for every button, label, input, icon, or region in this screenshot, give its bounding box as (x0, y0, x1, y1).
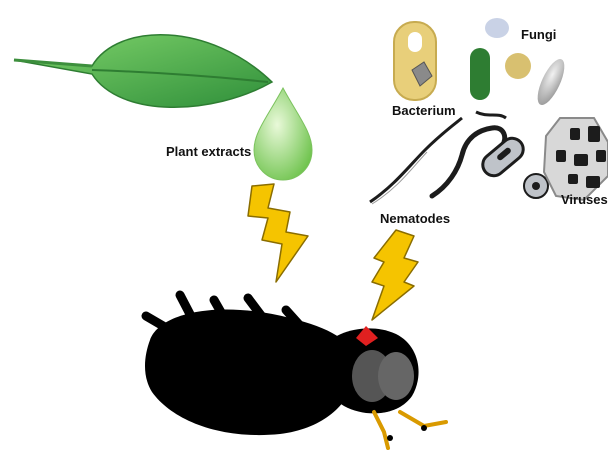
label-plant-extracts: Plant extracts (166, 144, 251, 159)
lightning-bolt-icon (372, 230, 418, 320)
insect-icon (145, 295, 446, 448)
label-viruses: Viruses (561, 192, 608, 207)
bacterium-icon (394, 22, 436, 100)
droplet-icon (254, 88, 312, 180)
leaf-icon (14, 35, 272, 108)
label-fungi: Fungi (521, 27, 556, 42)
lightning-bolt-icon (248, 184, 308, 282)
label-bacterium: Bacterium (392, 103, 456, 118)
label-nematodes: Nematodes (380, 211, 450, 226)
